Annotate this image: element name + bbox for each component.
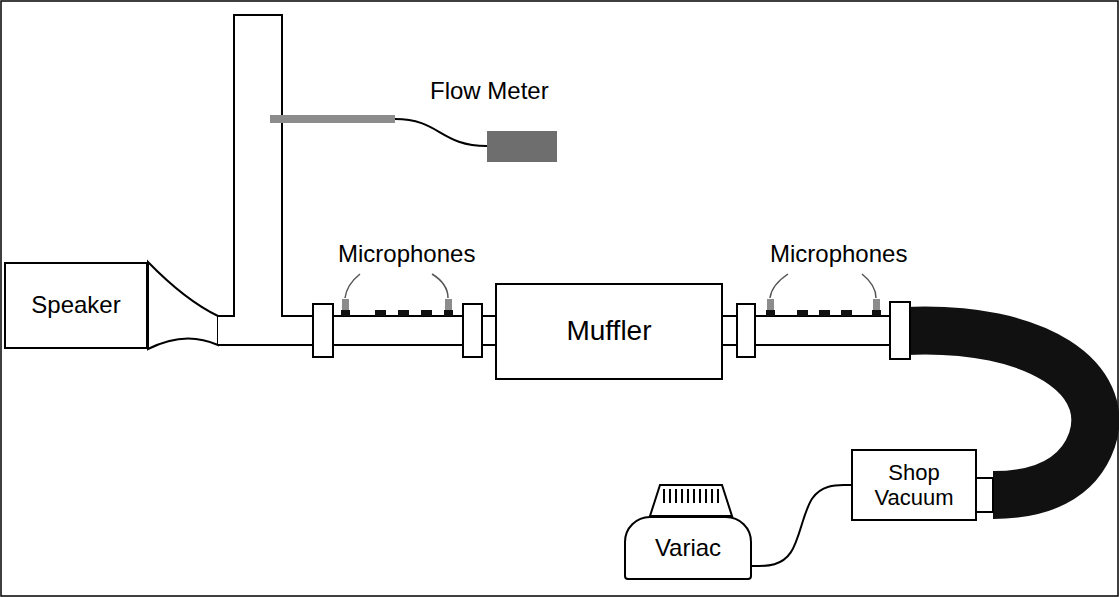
pipe <box>755 316 890 345</box>
pipe <box>482 316 496 345</box>
microphone-label: Microphones <box>338 241 475 267</box>
tee-pipe <box>218 15 315 345</box>
muffler-box: Muffler <box>495 283 723 380</box>
speaker-horn <box>148 262 218 349</box>
node-label: Shop Vacuum <box>859 460 969 511</box>
variac-knob <box>650 485 732 516</box>
node-label: Speaker <box>31 291 120 319</box>
coupler <box>890 302 910 359</box>
speaker-box: Speaker <box>4 262 148 349</box>
coupler <box>313 304 333 357</box>
flow-meter-cable <box>395 119 487 146</box>
power-cord <box>752 485 851 566</box>
shop-vacuum-box: Shop Vacuum <box>851 449 977 521</box>
flow-probe <box>270 115 395 123</box>
coupler <box>463 304 482 357</box>
node-label: Muffler <box>566 315 651 347</box>
coupler <box>737 304 755 357</box>
flow-meter-box <box>487 131 557 162</box>
pipe <box>722 316 737 345</box>
instrument-label: Flow Meter <box>430 78 549 104</box>
pipe <box>333 316 463 345</box>
variac-box: Variac <box>624 516 752 580</box>
hose-connector <box>975 478 993 512</box>
microphone-label: Microphones <box>770 241 907 267</box>
microphone-ports <box>766 274 881 316</box>
node-label: Variac <box>655 534 721 562</box>
microphone-ports <box>341 274 453 316</box>
knob-grip <box>664 489 718 503</box>
